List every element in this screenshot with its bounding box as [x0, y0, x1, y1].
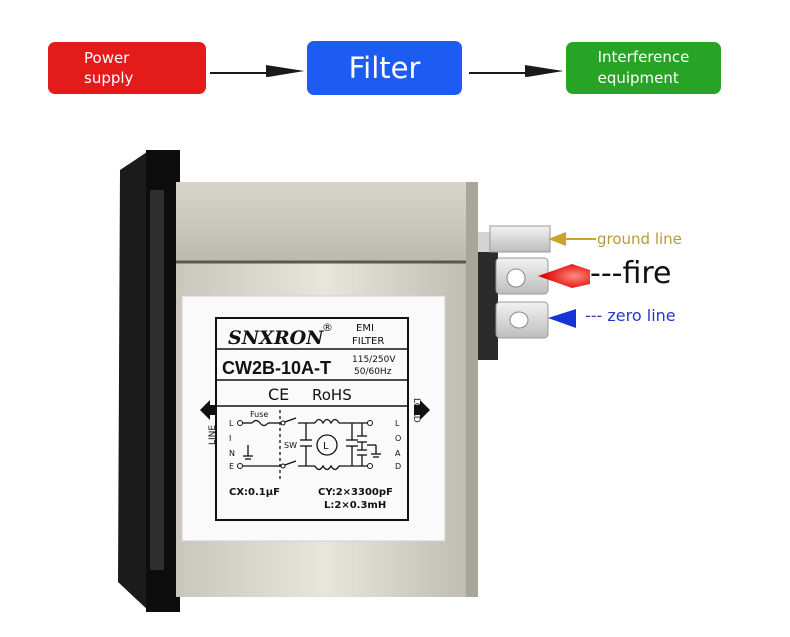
voltage-text: 115/250V — [352, 355, 396, 365]
model-text: CW2B-10A-T — [222, 358, 331, 378]
choke-label: L — [323, 441, 329, 452]
ground-line-label: ground line — [597, 230, 682, 248]
right-terminal-d: D — [395, 462, 401, 471]
flow-arrow-1 — [210, 65, 304, 77]
product-label — [181, 295, 446, 542]
load-text: LOAD — [411, 398, 421, 423]
line-text: LINE — [208, 425, 218, 445]
interference-label: Interference equipment — [597, 48, 690, 87]
ground-arrow — [548, 232, 596, 246]
filter-label: Filter — [348, 51, 421, 85]
interference-box: Interference equipment — [566, 42, 721, 94]
left-terminal-e: E — [229, 462, 234, 471]
registered-mark: ® — [322, 321, 333, 334]
right-terminal-a: A — [395, 449, 401, 458]
right-terminal-o: O — [395, 434, 401, 443]
power-supply-label: Power supply — [84, 49, 134, 87]
left-terminal-i: I — [229, 434, 231, 443]
sw-text: SW — [284, 441, 297, 450]
zero-arrow — [548, 309, 576, 328]
fire-arrow — [538, 264, 590, 288]
filter-text: FILTER — [352, 336, 384, 347]
flow-arrow-2 — [469, 65, 563, 77]
inductance-text: L:2×0.3mH — [324, 500, 386, 511]
fuse-text: Fuse — [250, 410, 268, 419]
cx-text: CX:0.1μF — [229, 487, 280, 498]
fire-label: ---fire — [590, 256, 672, 291]
brand-text: SNXRON — [228, 327, 324, 349]
ce-mark: CE — [268, 385, 289, 404]
power-supply-box: Power supply — [48, 42, 206, 94]
left-terminal-n: N — [229, 449, 235, 458]
filter-box: Filter — [307, 41, 462, 95]
rohs-text: RoHS — [312, 386, 352, 404]
cy-text: CY:2×3300pF — [318, 487, 393, 498]
frequency-text: 50/60Hz — [354, 367, 392, 377]
ground-tab — [489, 225, 551, 253]
left-terminal-l: L — [229, 419, 234, 428]
zero-line-label: --- zero line — [585, 306, 676, 325]
right-terminal-l: L — [395, 419, 400, 428]
schematic — [240, 410, 381, 480]
emi-text: EMI — [356, 323, 374, 334]
